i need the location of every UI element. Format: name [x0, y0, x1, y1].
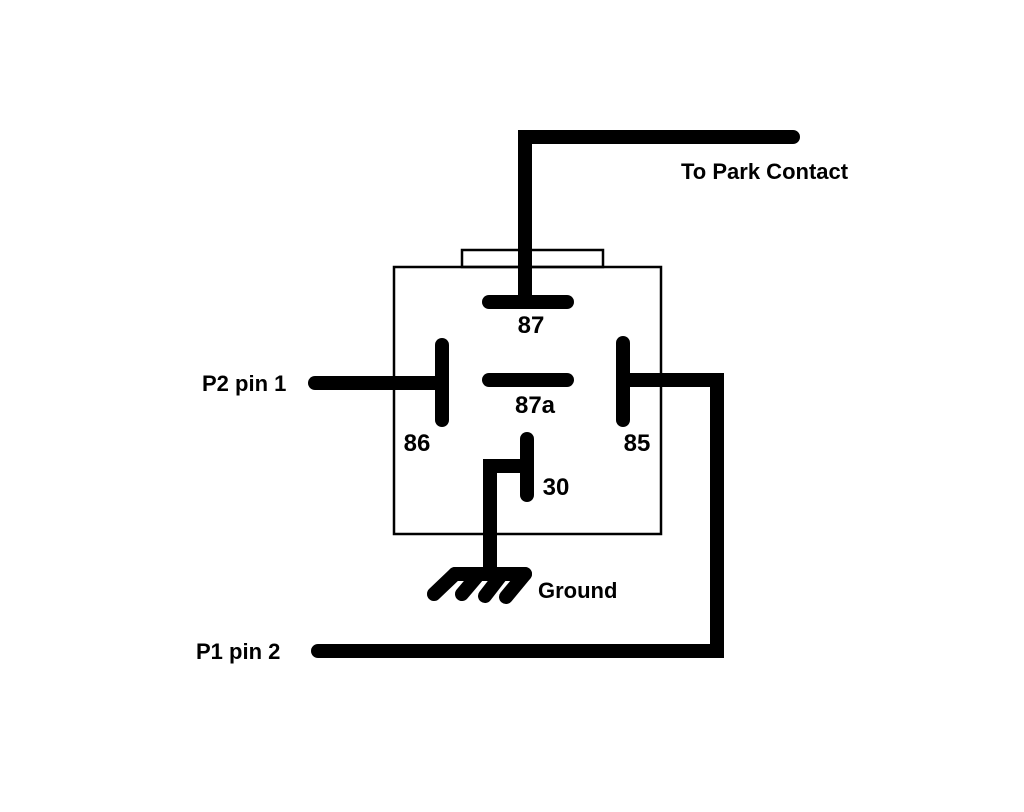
pin-label-85: 85 [624, 430, 651, 457]
label-p2-pin1: P2 pin 1 [202, 371, 286, 396]
wire-p1-pin2 [311, 373, 724, 658]
label-p1-pin2: P1 pin 2 [196, 639, 280, 664]
pin-label-86: 86 [404, 430, 431, 457]
wire-ground [483, 459, 534, 579]
pin-label-30: 30 [543, 474, 570, 501]
wire-park-contact [518, 130, 800, 309]
pin-label-87: 87 [518, 312, 545, 339]
label-park-contact: To Park Contact [681, 159, 849, 184]
ground-symbol-icon [427, 567, 532, 604]
pin-label-87a: 87a [515, 392, 556, 419]
label-ground: Ground [538, 578, 617, 603]
relay-top-tab [460, 248, 605, 269]
